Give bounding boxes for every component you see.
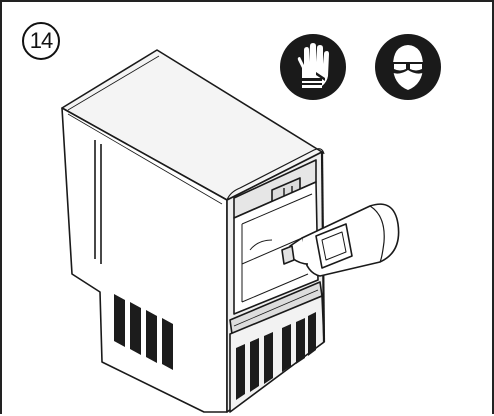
front-vent [236, 312, 316, 400]
step-number-badge: 14 [22, 22, 60, 60]
cleaning-spray-bottle [281, 203, 400, 277]
side-vent [114, 294, 173, 370]
step-number: 14 [29, 28, 54, 53]
safety-goggles-icon [375, 34, 441, 100]
ice-compartment [233, 181, 319, 315]
gloves-icon [280, 34, 346, 100]
